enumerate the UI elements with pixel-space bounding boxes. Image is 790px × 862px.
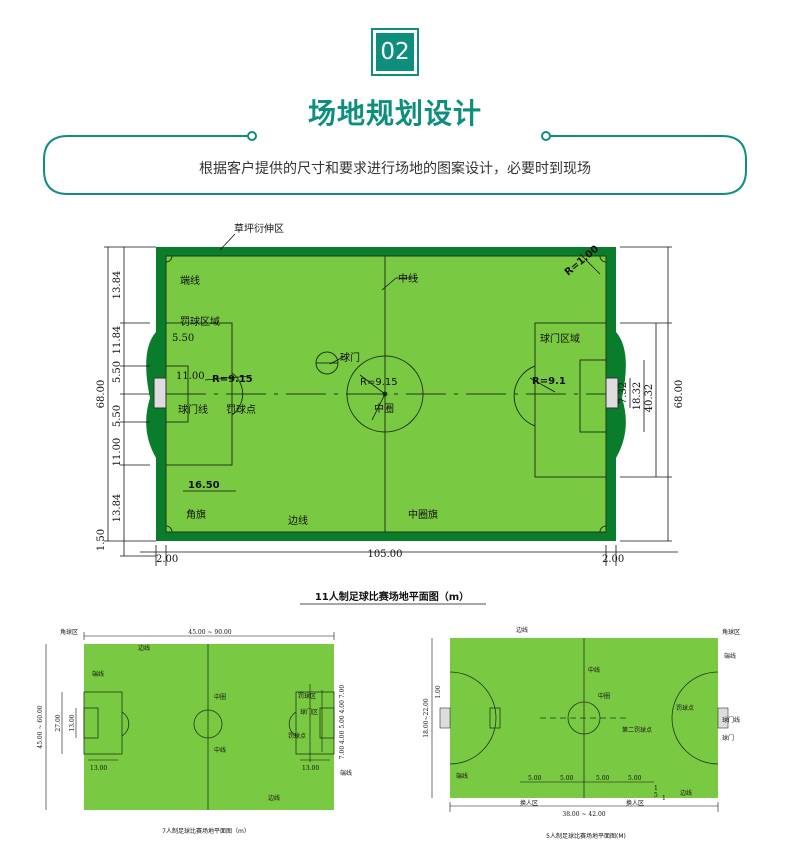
dim5-5-00a: 5.00 xyxy=(528,775,542,782)
pitch5-left-goal xyxy=(439,707,451,729)
dim-left-13-84a: 13.84 xyxy=(112,271,123,300)
section-number-badge: 02 xyxy=(371,28,419,76)
dim7-13-00: 13.00 xyxy=(69,714,76,731)
caption-5-a-side: 5人制足球比赛场地平面图(M) xyxy=(546,832,626,840)
dim7-27-00: 27.00 xyxy=(55,714,62,731)
dim-left-1-50: 1.50 xyxy=(96,529,107,551)
label5-goal-line: 球门线 xyxy=(722,716,740,724)
label-radius-arc: R=9.1 xyxy=(532,376,566,387)
dim7-right-values: 7.00 4.00 5.00 4.00 7.00 xyxy=(339,685,346,760)
dim5-br-3: 1 xyxy=(662,795,666,802)
label-turf-extension: 草坪衍伸区 xyxy=(234,222,284,235)
label-penalty-spot: 罚球点 xyxy=(226,403,256,416)
label-corner-flag: 角旗 xyxy=(186,508,206,521)
label-radius-915: R=9.15 xyxy=(212,374,253,385)
dim-16-50: 16.50 xyxy=(188,480,220,491)
dim-right-68-00: 68.00 xyxy=(674,380,685,409)
left-goal xyxy=(153,377,167,409)
label7-center-circle: 中圈 xyxy=(214,693,226,701)
label-center-circle: 中圈 xyxy=(374,402,394,415)
label-end-line: 端线 xyxy=(180,274,200,287)
label5-sub-area-left: 换人区 xyxy=(520,799,538,807)
dim-5-50: 5.50 xyxy=(172,333,194,344)
page-subtitle: 根据客户提供的尺寸和要求进行场地的图案设计，必要时到现场 xyxy=(199,161,591,177)
label7-bottom-side: 边线 xyxy=(268,794,280,802)
label5-penalty-spot: 罚球点 xyxy=(676,704,694,712)
right-goal xyxy=(605,377,619,409)
subtitle-frame xyxy=(43,131,747,195)
dim-right-18-32: 18.32 xyxy=(632,382,643,411)
page-title: 场地规划设计 xyxy=(307,97,482,130)
dim7-13-00b: 13.00 xyxy=(90,765,107,772)
dim-left-11-84: 11.84 xyxy=(112,326,123,355)
dim-left-68-00: 68.00 xyxy=(96,380,107,409)
dim5-left-total: 18.00~22.00 xyxy=(423,698,430,738)
dim7-13-00c: 13.00 xyxy=(302,765,319,772)
pitch5-right-goal xyxy=(717,707,729,729)
dim5-left-a: 1.00 xyxy=(435,685,442,699)
label-goal-line: 球门线 xyxy=(178,403,208,416)
dim7-left-total: 45.00 ~ 60.00 xyxy=(37,705,44,748)
label7-end-line: 端线 xyxy=(92,670,104,678)
label5-sub-area-right: 换人区 xyxy=(626,799,644,807)
dim7-width: 45.00 ~ 90.00 xyxy=(188,629,231,636)
label5-center-circle: 中圈 xyxy=(598,692,610,700)
dim-left-11-00: 11.00 xyxy=(112,438,123,467)
label7-center-line: 中线 xyxy=(214,746,226,754)
dim5-5-00b: 5.00 xyxy=(560,775,574,782)
label5-second-spot: 第二罚球点 xyxy=(622,726,652,734)
pitch-7-a-side: 角球区 45.00 ~ 90.00 边线 端线 中圈 中线 罚球区 球门区 罚球… xyxy=(37,628,352,835)
dim-left-5-50b: 5.50 xyxy=(112,405,123,427)
label5-goal: 球门 xyxy=(722,734,734,742)
label5-end-line: 端线 xyxy=(724,652,736,660)
main-pitch: 草坪衍伸区 端线 罚球区域 5.50 球门 11.00 R=9.15 R=9.1… xyxy=(96,222,685,605)
dim-bottom-105-00: 105.00 xyxy=(368,549,403,560)
dim5-5-00d: 5.00 xyxy=(628,775,642,782)
pitch-5-a-side: 边线 角球区 端线 中线 中圈 罚球点 第二罚球点 球门线 球门 端线 换人区 … xyxy=(423,626,740,840)
badge-number: 02 xyxy=(376,33,414,71)
dim-left-5-50a: 5.50 xyxy=(112,361,123,383)
label-center-flag: 中圈旗 xyxy=(408,508,438,521)
label5-center-line: 中线 xyxy=(588,666,600,674)
dim5-bottom-total: 38.00 ~ 42.00 xyxy=(562,811,605,818)
label5-bottom-end: 端线 xyxy=(456,772,468,780)
label7-corner-area: 角球区 xyxy=(60,628,78,636)
label-radius-center: R=9.15 xyxy=(360,377,398,388)
label5-side-line: 边线 xyxy=(516,626,528,634)
label7-side-line: 边线 xyxy=(138,644,150,652)
label7-penalty-spot: 罚球点 xyxy=(288,732,306,740)
dim-left-13-84b: 13.84 xyxy=(112,494,123,523)
label5-bottom-side: 边线 xyxy=(680,789,692,797)
dim-bottom-2-00b: 2.00 xyxy=(602,554,624,565)
label7-penalty-area: 罚球区 xyxy=(298,692,316,700)
label-goal-area: 球门区域 xyxy=(540,332,580,345)
label5-corner-area: 角球区 xyxy=(722,628,740,636)
dim-bottom-2-00a: 2.00 xyxy=(156,554,178,565)
caption-11-a-side: 11人制足球比赛场地平面图（m） xyxy=(315,590,469,603)
caption-7-a-side: 7人制足球比赛场地平面图（m） xyxy=(162,827,250,835)
label-center-line: 中线 xyxy=(398,272,418,285)
label-side-line: 边线 xyxy=(288,514,308,527)
dim5-br-2: 5 xyxy=(654,792,658,799)
label7-goal-area: 球门区 xyxy=(300,708,318,716)
dim-right-7-32: 7.32 xyxy=(618,382,629,404)
dim5-5-00c: 5.00 xyxy=(596,775,610,782)
label-goal: 球门 xyxy=(340,351,360,364)
label7-goal-line: 端线 xyxy=(340,769,352,777)
pitch7-grass xyxy=(84,644,334,810)
dim-11-00: 11.00 xyxy=(176,371,205,382)
dim5-br-1: 1 xyxy=(654,785,658,792)
dim-right-40-32: 40.32 xyxy=(644,384,655,413)
label-penalty-area: 罚球区域 xyxy=(180,315,220,328)
